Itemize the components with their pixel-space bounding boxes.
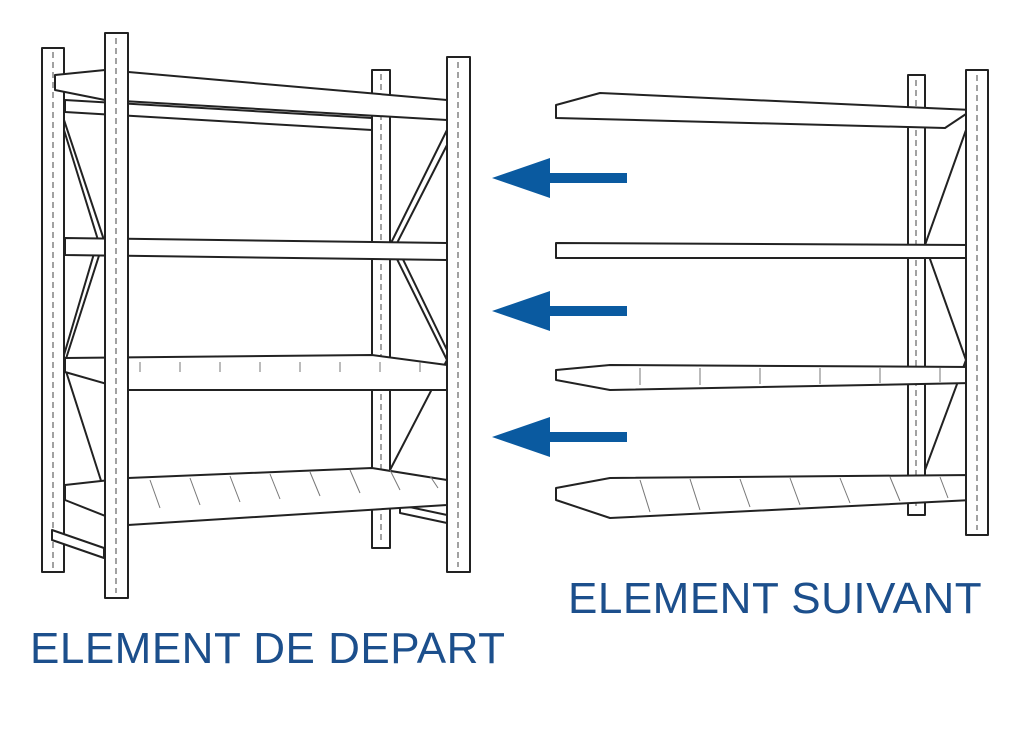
arrow-left-icon: [492, 291, 627, 331]
starter-rack: [41, 32, 471, 599]
arrow-left-icon: [492, 417, 627, 457]
add-on-rack: [555, 69, 989, 536]
next-element-label: ELEMENT SUIVANT: [568, 574, 983, 623]
start-element-label: ELEMENT DE DEPART: [30, 624, 506, 673]
arrow-left-icon: [492, 158, 627, 198]
